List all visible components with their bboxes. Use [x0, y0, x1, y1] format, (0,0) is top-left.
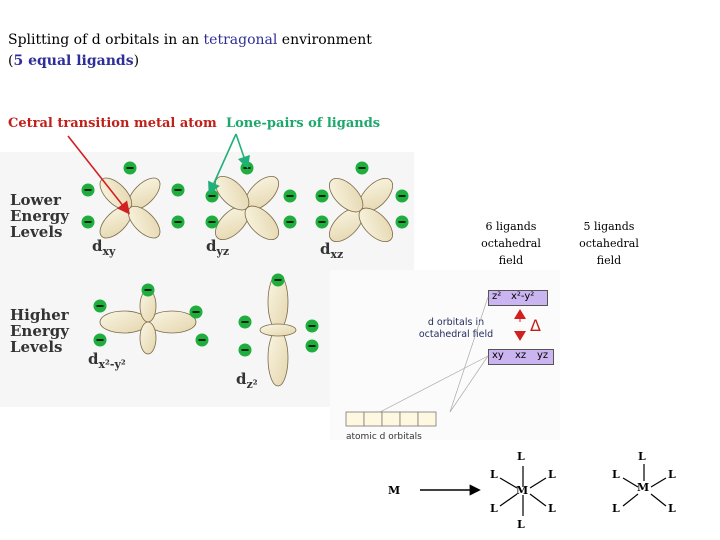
caption-line: d orbitals in [427, 317, 485, 328]
higher-energy-label: Higher Energy Levels [10, 307, 69, 355]
central-atom-label: Cetral transition metal atom [8, 116, 217, 131]
title-highlight: tetragonal [203, 32, 278, 48]
dyz-orbital [214, 175, 280, 241]
page-title: Splitting of d orbitals in an tetragonal… [8, 30, 428, 72]
energy-word: Energy [10, 322, 69, 340]
field-line: 5 ligands [583, 220, 635, 233]
dx2y2-label: dx²-y² [88, 350, 126, 371]
lower-word: Lower [10, 191, 61, 209]
lone-pairs-label: Lone-pairs of ligands [226, 116, 381, 131]
six-ligands-field-label: 6 ligands octahedral field [466, 218, 556, 269]
lower-energy-label: Lower Energy Levels [10, 192, 69, 240]
xz-box-label: xz [515, 350, 527, 361]
delta-arrow-down [514, 331, 526, 341]
five-ligands-field-label: 5 ligands octahedral field [564, 218, 654, 269]
atomic-orbitals-label: atomic d orbitals [346, 432, 422, 442]
sp-ligand-upper-left: L [612, 468, 620, 481]
levels-word: Levels [10, 223, 63, 241]
higher-word: Higher [10, 306, 69, 324]
dxz-orbital [328, 177, 394, 243]
subtitle-highlight: 5 equal ligands [13, 53, 134, 69]
ligand-upper-right: L [548, 468, 556, 481]
sp-ligand-lower-left: L [612, 502, 620, 515]
dx2y2-orbital [99, 289, 197, 355]
lone-pair-arrow-2 [235, 133, 250, 170]
sp-metal-center: M [637, 481, 650, 494]
dz2-orbital [259, 273, 297, 387]
octahedral-complex [499, 466, 547, 516]
eg-orbitals-box: z² x²-y² [488, 290, 548, 306]
correlation-line-2 [379, 355, 489, 413]
ligand-top: L [517, 450, 525, 463]
subtitle-close: ) [133, 53, 140, 69]
levels-word: Levels [10, 338, 63, 356]
caption-line: octahedral field [418, 329, 494, 340]
title-text-end: environment [277, 32, 372, 48]
correlation-line-eg [449, 296, 489, 413]
field-line: 6 ligands [485, 220, 537, 233]
ligand-lower-right: L [548, 502, 556, 515]
ligand-lower-left: L [490, 502, 498, 515]
field-line: octahedral [579, 237, 639, 250]
sp-ligand-lower-right: L [668, 502, 676, 515]
title-text: Splitting of d orbitals in an [8, 32, 204, 48]
energy-word: Energy [10, 207, 69, 225]
sp-ligand-top: L [638, 450, 646, 463]
xy-box-label: xy [492, 350, 504, 361]
x2y2-box-label: x²-y² [511, 291, 535, 302]
ligand-upper-left: L [490, 468, 498, 481]
atomic-orbital-boxes [345, 411, 437, 427]
lone-pair-arrow-1 [208, 133, 237, 195]
ligand-lone-pairs [81, 161, 409, 357]
delta-symbol: Δ [530, 316, 541, 335]
field-line: octahedral [481, 237, 541, 250]
correlation-line-t2g [449, 355, 489, 413]
central-atom-arrow [67, 135, 130, 215]
metal-center: M [516, 484, 529, 497]
square-pyramidal-complex [622, 464, 667, 507]
field-line: field [596, 254, 622, 267]
field-line: field [498, 254, 524, 267]
octahedral-caption: d orbitals in octahedral field [416, 317, 496, 341]
ligand-bottom: L [517, 518, 525, 531]
subtitle-open: ( [8, 53, 14, 69]
dz2-label: dz² [236, 370, 258, 391]
dyz-label: dyz [206, 237, 230, 258]
yz-box-label: yz [537, 350, 549, 361]
z2-box-label: z² [492, 291, 502, 302]
dxy-label: dxy [92, 237, 116, 258]
dxz-label: dxz [320, 240, 344, 261]
sp-ligand-upper-right: L [668, 468, 676, 481]
delta-arrow-up [514, 309, 526, 319]
metal-start-label: M [388, 484, 401, 497]
t2g-orbitals-box: xy xz yz [488, 349, 554, 365]
